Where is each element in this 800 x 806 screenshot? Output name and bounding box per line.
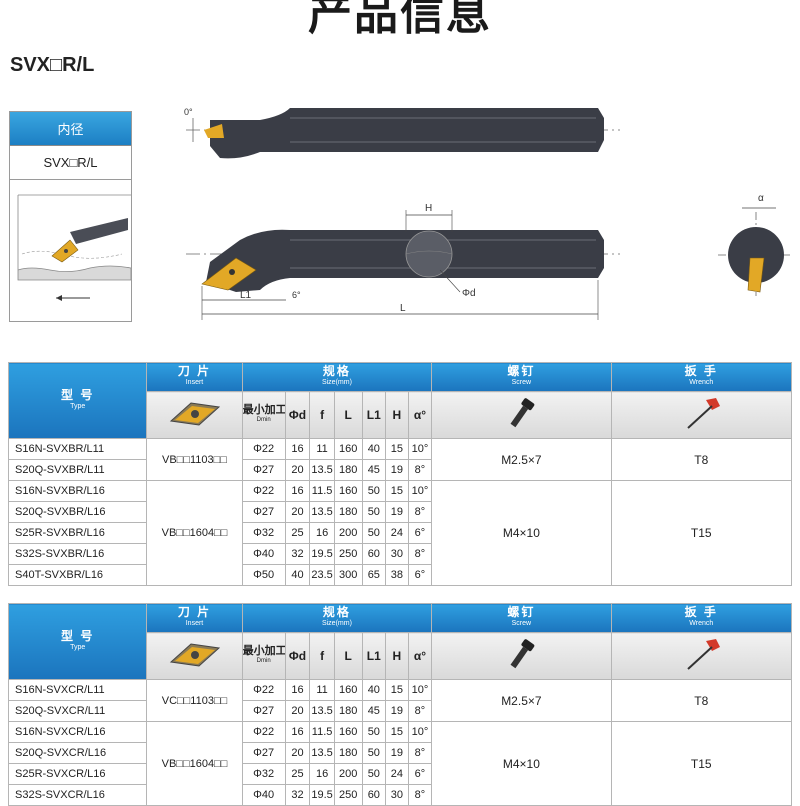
screw-image-cell <box>431 391 612 439</box>
dim-L1-label: L1 <box>240 290 252 301</box>
wrench-cell: T8 <box>610 438 793 481</box>
col-a-header: α° <box>407 632 433 680</box>
wrench-cell: T8 <box>610 679 793 722</box>
insert-cell: VB□□1604□□ <box>146 721 243 806</box>
wrench-icon <box>687 638 721 670</box>
screw-image-cell <box>431 632 612 680</box>
screw-cell: M2.5×7 <box>431 679 612 722</box>
col-phid-header: Φd <box>284 632 311 680</box>
wrench-image-cell <box>610 632 793 680</box>
col-H-header: H <box>385 391 409 439</box>
col-L1-header: L1 <box>361 632 387 680</box>
dim-H-label: H <box>425 203 432 214</box>
dim-L-label: L <box>400 303 406 314</box>
col-phid-header: Φd <box>284 391 311 439</box>
col-a-header: α° <box>407 391 433 439</box>
insert-cell: VC□□1103□□ <box>146 679 243 722</box>
col-f-header: f <box>309 632 335 680</box>
insert-icon <box>169 642 220 667</box>
insert-image-cell <box>146 391 243 439</box>
dmin-header: 最小加工孔径Dmin <box>241 632 286 680</box>
dmin-header: 最小加工孔径Dmin <box>241 391 286 439</box>
col-L1-header: L1 <box>361 391 387 439</box>
insert-image-cell <box>146 632 243 680</box>
screw-cell: M4×10 <box>431 721 612 806</box>
info-box-head: 内径 <box>10 112 131 146</box>
dim-6deg-label: 6° <box>292 290 301 300</box>
wrench-cell: T15 <box>610 721 793 806</box>
screw-icon <box>510 397 535 427</box>
alpha-label: α <box>758 193 764 204</box>
col-f-header: f <box>309 391 335 439</box>
page-header-title: 产品信息 <box>308 0 492 39</box>
screw-cell: M4×10 <box>431 480 612 586</box>
wrench-image-cell <box>610 391 793 439</box>
screw-cell: M2.5×7 <box>431 438 612 481</box>
top-tool-view: 0° <box>184 107 620 159</box>
top-angle-label: 0° <box>184 107 193 117</box>
col-L-header: L <box>333 632 363 680</box>
dim-phid-label: Φd <box>462 288 476 299</box>
col-L-header: L <box>333 391 363 439</box>
wrench-icon <box>687 397 721 429</box>
insert-cell: VB□□1103□□ <box>146 438 243 481</box>
technical-drawing: 0° H L1 6° L Φd α <box>184 107 792 320</box>
model-title: SVX□R/L <box>10 54 95 76</box>
screw-icon <box>510 638 535 668</box>
wrench-cell: T15 <box>610 480 793 586</box>
insert-icon <box>169 401 220 426</box>
end-view: α <box>718 193 792 296</box>
info-box: 内径 SVX□R/L <box>9 111 132 322</box>
boring-illustration <box>10 180 131 321</box>
insert-cell: VB□□1604□□ <box>146 480 243 586</box>
info-box-model: SVX□R/L <box>10 146 131 180</box>
col-H-header: H <box>385 632 409 680</box>
bottom-tool-view: H L1 6° L Φd <box>186 203 620 320</box>
